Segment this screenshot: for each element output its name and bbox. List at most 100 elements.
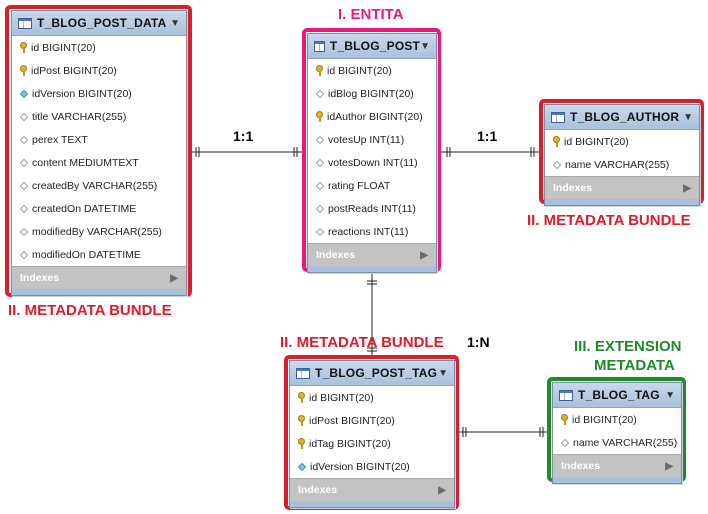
table-footer (308, 266, 436, 272)
key-icon (298, 392, 305, 403)
column-row[interactable]: idBlog BIGINT(20) (308, 82, 436, 105)
column-row[interactable]: id BIGINT(20) (308, 59, 436, 82)
column-text: modifiedBy VARCHAR(255) (32, 225, 162, 238)
collapse-triangle-icon[interactable]: ▼ (665, 389, 675, 401)
column-diamond-icon (19, 204, 29, 213)
column-text: modifiedOn DATETIME (32, 248, 141, 261)
table-t-blog-post[interactable]: T_BLOG_POST▼id BIGINT(20) idBlog BIGINT(2… (307, 33, 437, 273)
collapse-triangle-icon[interactable]: ▼ (683, 111, 693, 123)
column-text: createdOn DATETIME (32, 202, 137, 215)
table-t-blog-tag[interactable]: T_BLOG_TAG▼id BIGINT(20) name VARCHAR(255… (552, 382, 682, 484)
expand-triangle-icon[interactable]: ▶ (438, 484, 446, 496)
indexes-section[interactable]: Indexes ▶ (545, 176, 699, 199)
label-metadata-bundle-author: II. METADATA BUNDLE (527, 212, 691, 229)
indexes-section[interactable]: Indexes▶ (12, 266, 186, 289)
fk-diamond-icon (297, 462, 307, 471)
indexes-section[interactable]: Indexes▶ (290, 478, 454, 501)
fk-diamond-icon (19, 89, 29, 98)
key-icon (20, 65, 27, 76)
column-text: votesDown INT(11) (328, 156, 418, 169)
table-header[interactable]: T_BLOG_TAG▼ (553, 383, 681, 408)
key-icon (316, 111, 323, 122)
column-diamond-icon (315, 135, 325, 144)
expand-triangle-icon[interactable]: ▶ (683, 182, 691, 194)
column-row[interactable]: modifiedOn DATETIME (12, 243, 186, 266)
column-row[interactable]: perex TEXT (12, 128, 186, 151)
table-t-blog-author[interactable]: T_BLOG_AUTHOR▼id BIGINT(20)name VARCHAR(… (544, 104, 700, 206)
table-header[interactable]: T_BLOG_POST_DATA▼ (12, 11, 186, 36)
table-header[interactable]: T_BLOG_POST▼ (308, 34, 436, 59)
table-name: T_BLOG_POST_TAG (315, 366, 438, 380)
column-text: idVersion BIGINT(20) (310, 460, 410, 473)
column-diamond-icon (315, 204, 325, 213)
column-row[interactable]: votesDown INT(11) (308, 151, 436, 174)
column-row[interactable]: idVersion BIGINT(20) (290, 455, 454, 478)
column-diamond-icon (315, 181, 325, 190)
column-row[interactable]: content MEDIUMTEXT (12, 151, 186, 174)
column-diamond-icon (19, 112, 29, 121)
column-text: idPost BIGINT(20) (309, 414, 395, 427)
indexes-section[interactable]: Indexes ▶ (553, 454, 681, 477)
column-row[interactable]: idPost BIGINT(20) (290, 409, 454, 432)
column-row[interactable]: name VARCHAR(255) (545, 153, 699, 176)
column-row[interactable]: id BIGINT(20) (545, 130, 699, 153)
column-diamond-icon (315, 227, 325, 236)
label-extension-line2: METADATA (594, 357, 675, 374)
indexes-label: Indexes (316, 249, 356, 261)
column-row[interactable]: idTag BIGINT(20) (290, 432, 454, 455)
cardinality-post-author: 1:1 (477, 128, 498, 144)
key-icon (298, 415, 305, 426)
column-row[interactable]: votesUp INT(11) (308, 128, 436, 151)
column-row[interactable]: idPost BIGINT(20) (12, 59, 186, 82)
expand-triangle-icon[interactable]: ▶ (170, 272, 178, 284)
table-icon (314, 40, 325, 52)
cardinality-data-post: 1:1 (233, 128, 254, 144)
table-icon (551, 111, 565, 123)
column-row[interactable]: postReads INT(11) (308, 197, 436, 220)
label-extension-line1: III. EXTENSION (574, 338, 682, 355)
expand-triangle-icon[interactable]: ▶ (665, 460, 673, 472)
expand-triangle-icon[interactable]: ▶ (420, 249, 428, 261)
column-diamond-icon (552, 160, 562, 169)
label-metadata-bundle-left: II. METADATA BUNDLE (8, 302, 172, 319)
table-header[interactable]: T_BLOG_POST_TAG▼ (290, 361, 454, 386)
table-t-blog-post-data[interactable]: T_BLOG_POST_DATA▼id BIGINT(20)idPost BIG… (11, 10, 187, 296)
table-name: T_BLOG_POST_DATA (37, 16, 167, 30)
column-row[interactable]: name VARCHAR(255) (553, 431, 681, 454)
column-text: name VARCHAR(255) (573, 436, 678, 449)
key-icon (553, 136, 560, 147)
column-row[interactable]: reactions INT(11) (308, 220, 436, 243)
table-name: T_BLOG_AUTHOR (570, 110, 680, 124)
column-text: idPost BIGINT(20) (31, 64, 117, 77)
table-icon (559, 389, 573, 401)
column-text: reactions INT(11) (328, 225, 409, 238)
column-row[interactable]: createdOn DATETIME (12, 197, 186, 220)
column-row[interactable]: idAuthor BIGINT(20) (308, 105, 436, 128)
frame-post-tag (284, 355, 459, 510)
table-t-blog-post-tag[interactable]: T_BLOG_POST_TAG▼id BIGINT(20)idPost BIGI… (289, 360, 455, 508)
column-text: idBlog BIGINT(20) (328, 87, 414, 100)
column-diamond-icon (19, 135, 29, 144)
column-row[interactable]: id BIGINT(20) (553, 408, 681, 431)
label-entita: I. ENTITA (338, 6, 404, 23)
collapse-triangle-icon[interactable]: ▼ (438, 367, 448, 379)
column-row[interactable]: createdBy VARCHAR(255) (12, 174, 186, 197)
column-text: rating FLOAT (328, 179, 391, 192)
collapse-triangle-icon[interactable]: ▼ (170, 17, 180, 29)
indexes-label: Indexes (561, 460, 601, 472)
key-icon (298, 438, 305, 449)
column-row[interactable]: id BIGINT(20) (290, 386, 454, 409)
column-row[interactable]: modifiedBy VARCHAR(255) (12, 220, 186, 243)
column-row[interactable]: rating FLOAT (308, 174, 436, 197)
column-diamond-icon (19, 181, 29, 190)
column-row[interactable]: idVersion BIGINT(20) (12, 82, 186, 105)
key-icon (561, 414, 568, 425)
column-row[interactable]: title VARCHAR(255) (12, 105, 186, 128)
table-header[interactable]: T_BLOG_AUTHOR▼ (545, 105, 699, 130)
indexes-label: Indexes (553, 182, 593, 194)
indexes-section[interactable]: Indexes ▶ (308, 243, 436, 266)
column-row[interactable]: id BIGINT(20) (12, 36, 186, 59)
collapse-triangle-icon[interactable]: ▼ (420, 40, 430, 52)
key-icon (316, 65, 323, 76)
table-footer (553, 477, 681, 483)
